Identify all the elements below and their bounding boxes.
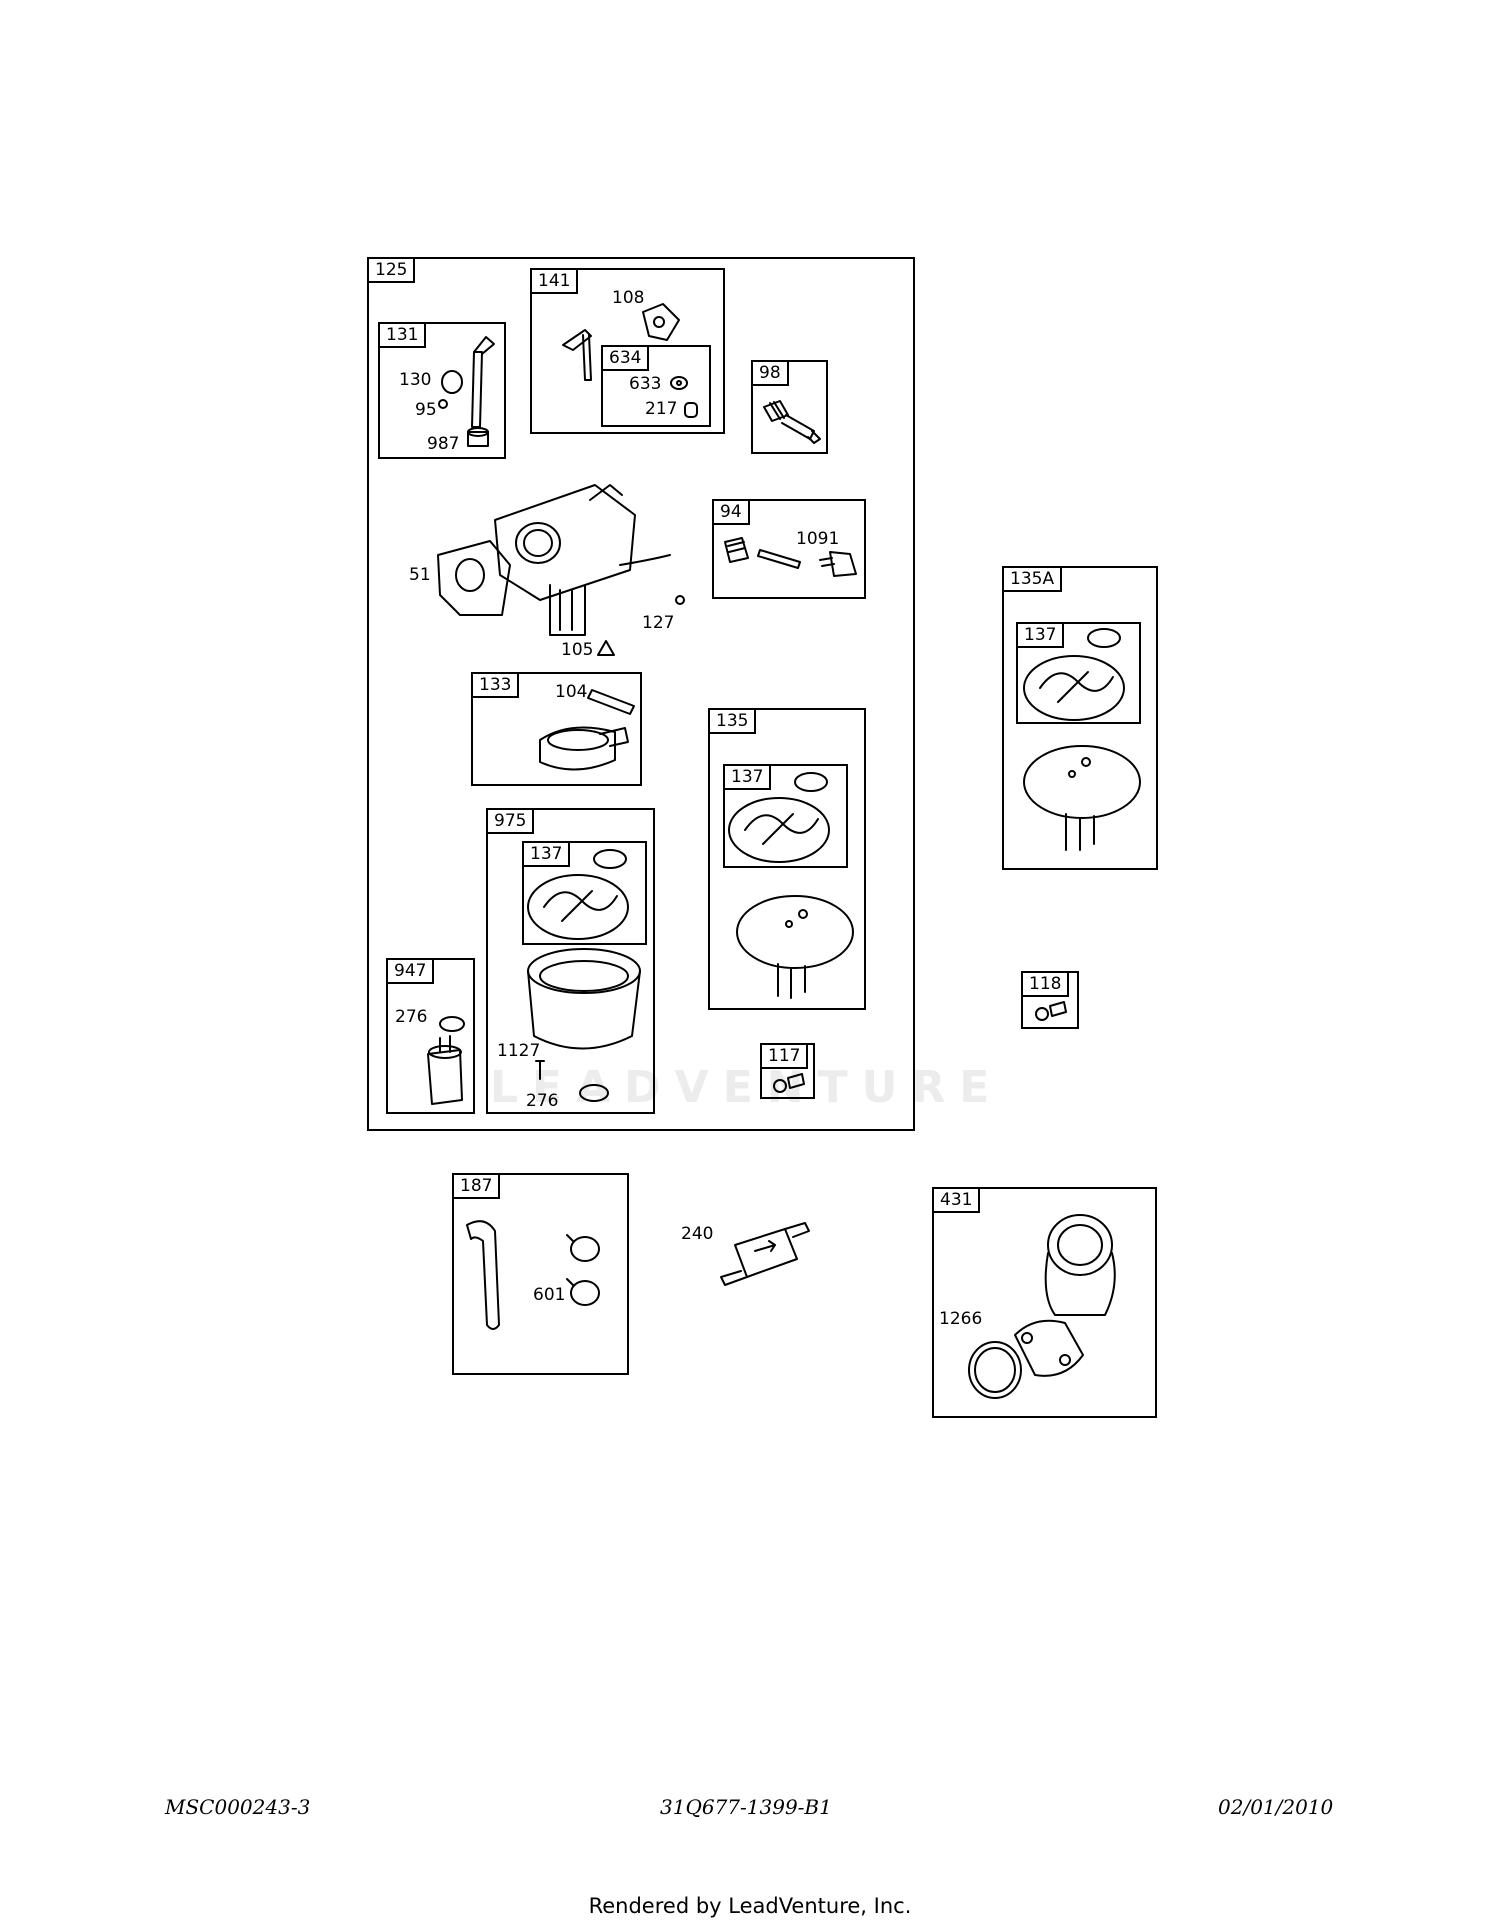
group-947-tag[interactable]: 947 — [386, 958, 435, 984]
part-108-label[interactable]: 108 — [612, 288, 645, 308]
group-947: 947 — [386, 958, 475, 1114]
group-135A-tag[interactable]: 135A — [1002, 566, 1063, 592]
fuel-filter-drawing — [720, 1222, 810, 1286]
group-118-tag[interactable]: 118 — [1021, 971, 1070, 997]
group-94-tag[interactable]: 94 — [712, 499, 750, 525]
group-98: 98 — [751, 360, 828, 454]
group-135-tag[interactable]: 135 — [708, 708, 757, 734]
carburetor-drawing — [437, 484, 685, 656]
group-187: 187 — [452, 1173, 629, 1375]
group-133-tag[interactable]: 133 — [471, 672, 520, 698]
part-987-label[interactable]: 987 — [427, 434, 460, 454]
screw-118-drawing — [1035, 1001, 1067, 1021]
group-133: 133 — [471, 672, 642, 786]
group-125-tag[interactable]: 125 — [367, 257, 416, 283]
screw-117-drawing — [773, 1073, 805, 1093]
part-1266-label[interactable]: 1266 — [939, 1309, 983, 1329]
idle-screw-drawing — [763, 400, 821, 444]
group-634-tag[interactable]: 634 — [601, 345, 650, 371]
group-135: 135 — [708, 708, 866, 1010]
part-276-label-975[interactable]: 276 — [526, 1091, 559, 1111]
group-187-tag[interactable]: 187 — [452, 1173, 501, 1199]
part-1091-label[interactable]: 1091 — [796, 529, 840, 549]
part-633-label[interactable]: 633 — [629, 374, 662, 394]
part-1127-label[interactable]: 1127 — [497, 1041, 541, 1061]
seal-drawing — [670, 376, 698, 418]
fuel-line-drawing — [466, 1220, 600, 1330]
group-94: 94 — [712, 499, 866, 599]
choke-shaft-drawing — [438, 336, 495, 447]
group-137-in-975: 137 — [522, 841, 647, 945]
part-601-label[interactable]: 601 — [533, 1285, 566, 1305]
group-98-tag[interactable]: 98 — [751, 360, 789, 386]
group-131-tag[interactable]: 131 — [378, 322, 427, 348]
part-217-label[interactable]: 217 — [645, 399, 678, 419]
group-125: 125 — [367, 257, 915, 1131]
footer-center-code: 31Q677-1399-B1 — [660, 1795, 832, 1819]
watermark: LEADVENTURE — [490, 1062, 1004, 1113]
rendered-by-credit: Rendered by LeadVenture, Inc. — [588, 1894, 912, 1918]
throttle-shaft-drawing — [562, 303, 680, 381]
group-431-tag[interactable]: 431 — [932, 1187, 981, 1213]
group-135A: 135A — [1002, 566, 1158, 870]
group-118: 118 — [1021, 971, 1079, 1029]
float-bowl-drawing — [527, 849, 641, 1102]
part-240-label[interactable]: 240 — [681, 1224, 714, 1244]
part-130-label[interactable]: 130 — [399, 370, 432, 390]
group-141: 141 — [530, 268, 725, 434]
group-431: 431 — [932, 1187, 1157, 1418]
part-127-label[interactable]: 127 — [642, 613, 675, 633]
group-131: 131 — [378, 322, 506, 459]
part-51-label[interactable]: 51 — [409, 565, 431, 585]
footer-date: 02/01/2010 — [1218, 1795, 1334, 1819]
group-137-in-135: 137 — [723, 764, 848, 868]
footer-left-code: MSC000243-3 — [165, 1795, 311, 1819]
group-117: 117 — [760, 1043, 815, 1099]
group-117-tag[interactable]: 117 — [760, 1043, 809, 1069]
part-105-label[interactable]: 105 — [561, 640, 594, 660]
gasket-kit-135A-drawing — [1023, 628, 1141, 851]
group-975-tag[interactable]: 975 — [486, 808, 535, 834]
group-137-in-135A: 137 — [1016, 622, 1141, 724]
group-137-in-135A-tag[interactable]: 137 — [1016, 622, 1065, 648]
group-137-in-975-tag[interactable]: 137 — [522, 841, 571, 867]
part-104-label[interactable]: 104 — [555, 682, 588, 702]
solenoid-drawing — [724, 537, 857, 577]
group-634: 634 — [601, 345, 711, 427]
float-drawing — [539, 689, 635, 771]
shutoff-solenoid-drawing — [427, 1016, 465, 1105]
group-137-in-135-tag[interactable]: 137 — [723, 764, 772, 790]
gasket-kit-135-drawing — [728, 772, 854, 999]
intake-elbow-drawing — [968, 1214, 1116, 1399]
part-95-label[interactable]: 95 — [415, 400, 437, 420]
group-975: 975 — [486, 808, 655, 1114]
group-141-tag[interactable]: 141 — [530, 268, 579, 294]
part-276-label-947[interactable]: 276 — [395, 1007, 428, 1027]
